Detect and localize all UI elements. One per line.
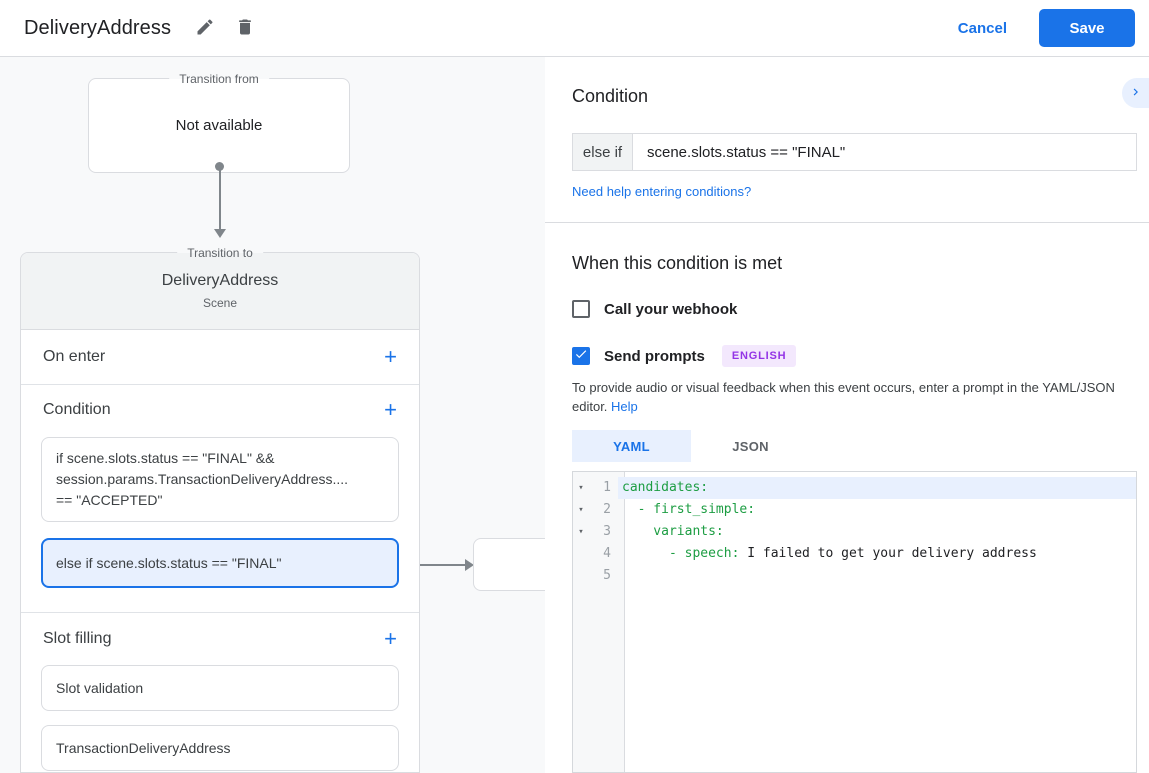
transition-from-value: Not available (175, 117, 263, 134)
top-bar: DeliveryAddress Cancel Save (0, 0, 1149, 57)
condition-label: Condition (43, 401, 111, 418)
line-number: 4 (603, 546, 611, 561)
on-enter-label: On enter (43, 348, 106, 365)
condition-item-if[interactable]: if scene.slots.status == "FINAL" && sess… (41, 437, 399, 522)
add-condition-button[interactable]: + (384, 397, 397, 422)
connector-line (405, 564, 467, 566)
send-prompts-label[interactable]: Send prompts (604, 347, 705, 365)
editor-line[interactable]: ▾ 1 candidates: (573, 477, 1136, 499)
condition-detail-panel: Condition else if Need help entering con… (545, 57, 1149, 773)
collapse-panel-button[interactable] (1122, 78, 1149, 108)
chevron-right-icon (1129, 85, 1143, 102)
panel-title: Condition (572, 86, 649, 106)
scene-card-header[interactable]: DeliveryAddress Scene (21, 253, 419, 330)
add-slot-button[interactable]: + (384, 626, 397, 651)
editor-line[interactable]: ▾ 3 variants: (573, 521, 1136, 543)
edit-title-button[interactable] (193, 16, 217, 40)
connector-line (219, 170, 221, 230)
send-prompts-checkbox[interactable] (572, 347, 590, 365)
fold-arrow-icon (573, 565, 589, 587)
slot-validation-item[interactable]: Slot validation (41, 665, 399, 711)
call-webhook-label[interactable]: Call your webhook (604, 300, 738, 318)
yaml-code-editor[interactable]: ▾ 1 candidates: ▾ 2 - first_simple: ▾ 3 … (572, 471, 1137, 773)
connector-dot (215, 162, 224, 171)
line-number: 1 (603, 480, 611, 495)
add-on-enter-button[interactable]: + (384, 344, 397, 369)
editor-line[interactable]: 4 - speech: I failed to get your deliver… (573, 543, 1136, 565)
language-badge: ENGLISH (721, 345, 797, 367)
line-number: 3 (603, 524, 611, 539)
line-number: 5 (603, 568, 611, 583)
condition-help-link[interactable]: Need help entering conditions? (572, 184, 752, 199)
prompt-description: To provide audio or visual feedback when… (572, 380, 1115, 414)
editor-gutter (573, 472, 625, 772)
slot-transaction-delivery-address-item[interactable]: TransactionDeliveryAddress (41, 725, 399, 771)
page-title: DeliveryAddress (24, 16, 172, 39)
fold-arrow-icon (573, 543, 589, 565)
editor-line[interactable]: ▾ 2 - first_simple: (573, 499, 1136, 521)
condition-expression-input[interactable] (633, 133, 1137, 171)
fold-arrow-icon[interactable]: ▾ (578, 483, 584, 493)
slot-filling-label: Slot filling (43, 630, 112, 647)
scene-name: DeliveryAddress (161, 272, 279, 289)
delete-scene-button[interactable] (233, 16, 257, 40)
tab-yaml[interactable]: YAML (572, 430, 691, 462)
transition-target-node[interactable] (473, 538, 545, 591)
help-link[interactable]: Help (611, 399, 638, 414)
save-button[interactable]: Save (1039, 9, 1135, 47)
pencil-icon (195, 17, 215, 40)
trash-icon (235, 17, 255, 40)
transition-from-legend: Transition from (169, 71, 269, 87)
condition-prefix-label: else if (572, 133, 633, 171)
fold-arrow-icon[interactable]: ▾ (578, 505, 584, 515)
divider (545, 222, 1149, 223)
cancel-button[interactable]: Cancel (942, 12, 1023, 45)
editor-line[interactable]: 5 (573, 565, 1136, 587)
call-webhook-checkbox[interactable] (572, 300, 590, 318)
scene-card: Transition to DeliveryAddress Scene On e… (20, 245, 420, 773)
scene-type: Scene (202, 296, 238, 310)
transition-to-legend: Transition to (177, 245, 263, 261)
transition-from-node[interactable]: Transition from Not available (88, 71, 350, 173)
condition-item-else-if-selected[interactable]: else if scene.slots.status == "FINAL" (41, 538, 399, 588)
connector-arrow-down-icon (214, 229, 226, 238)
fold-arrow-icon[interactable]: ▾ (578, 527, 584, 537)
checkmark-icon (574, 347, 588, 366)
connector-arrow-right-icon (465, 559, 474, 571)
tab-json[interactable]: JSON (732, 438, 769, 454)
line-number: 2 (603, 502, 611, 517)
scene-diagram-canvas: Transition from Not available Transition… (0, 57, 545, 773)
when-met-title: When this condition is met (572, 253, 783, 273)
